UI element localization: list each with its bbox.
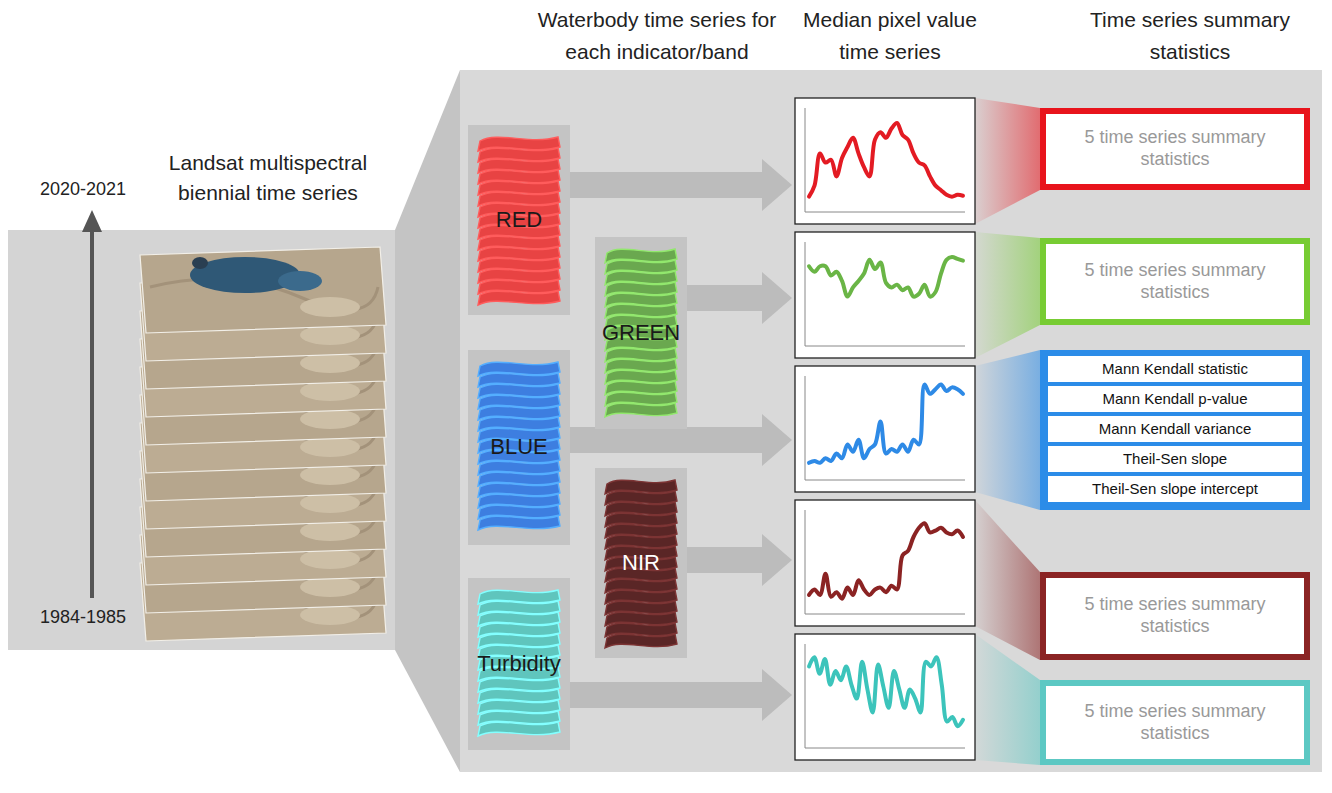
year-label: 1984-1985 <box>40 606 140 628</box>
statistic-name: Mann Kendall statistic <box>1102 360 1248 378</box>
band-stack: Turbidity <box>468 578 570 750</box>
column-heading: Time series summary statistics <box>1080 4 1300 68</box>
time-series-chart <box>795 98 975 224</box>
band-name: RED <box>496 207 542 233</box>
zoom-wedge <box>395 70 460 772</box>
block-arrow <box>687 534 792 586</box>
fan-connector <box>975 350 1040 510</box>
statistic-box: Mann Kendall p-value <box>1048 386 1302 412</box>
fan-connector <box>975 232 1040 358</box>
main-panel <box>460 70 1322 772</box>
summary-box: 5 time series summary statistics <box>1040 680 1310 765</box>
column-heading: Waterbody time series for each indicator… <box>517 4 797 68</box>
block-arrow <box>570 159 792 211</box>
summary-text: 5 time series summary statistics <box>1060 127 1290 170</box>
band-name: GREEN <box>602 320 680 346</box>
left-panel <box>8 230 403 650</box>
band-name: Turbidity <box>477 651 561 677</box>
summary-text: 5 time series summary statistics <box>1060 260 1290 303</box>
summary-box: 5 time series summary statistics <box>1040 108 1310 190</box>
band-name: BLUE <box>490 434 547 460</box>
statistic-box: Theil-Sen slope <box>1048 446 1302 472</box>
statistic-name: Theil-Sen slope intercept <box>1092 480 1258 498</box>
statistic-box: Theil-Sen slope intercept <box>1048 476 1302 502</box>
band-name: NIR <box>622 550 660 576</box>
band-stack: RED <box>468 125 570 315</box>
landsat-image-stack <box>140 247 386 641</box>
statistic-box: Mann Kendall statistic <box>1048 356 1302 382</box>
time-series-chart <box>795 366 975 492</box>
fan-connector <box>975 500 1040 660</box>
time-series-chart <box>795 634 975 760</box>
band-stack: BLUE <box>468 350 570 545</box>
block-arrow <box>570 669 792 721</box>
statistics-container <box>1040 350 1310 510</box>
time-arrow <box>90 228 94 598</box>
time-arrow-head <box>82 210 102 232</box>
column-heading: Median pixel value time series <box>790 4 990 68</box>
time-series-chart <box>795 500 975 626</box>
statistic-name: Mann Kendall p-value <box>1102 390 1247 408</box>
fan-connector <box>975 98 1040 224</box>
band-stack: NIR <box>595 468 687 658</box>
summary-text: 5 time series summary statistics <box>1060 594 1290 637</box>
time-series-chart <box>795 232 975 358</box>
summary-box: 5 time series summary statistics <box>1040 572 1310 660</box>
statistic-box: Mann Kendall variance <box>1048 416 1302 442</box>
summary-text: 5 time series summary statistics <box>1060 701 1290 744</box>
statistic-name: Theil-Sen slope <box>1123 450 1227 468</box>
image-heading: Landsat multispectral biennial time seri… <box>148 148 388 208</box>
band-stack: GREEN <box>595 237 687 429</box>
year-label: 2020-2021 <box>40 178 140 200</box>
statistic-name: Mann Kendall variance <box>1099 420 1252 438</box>
block-arrow <box>687 272 792 324</box>
fan-connector <box>975 634 1040 765</box>
summary-box: 5 time series summary statistics <box>1040 238 1310 325</box>
